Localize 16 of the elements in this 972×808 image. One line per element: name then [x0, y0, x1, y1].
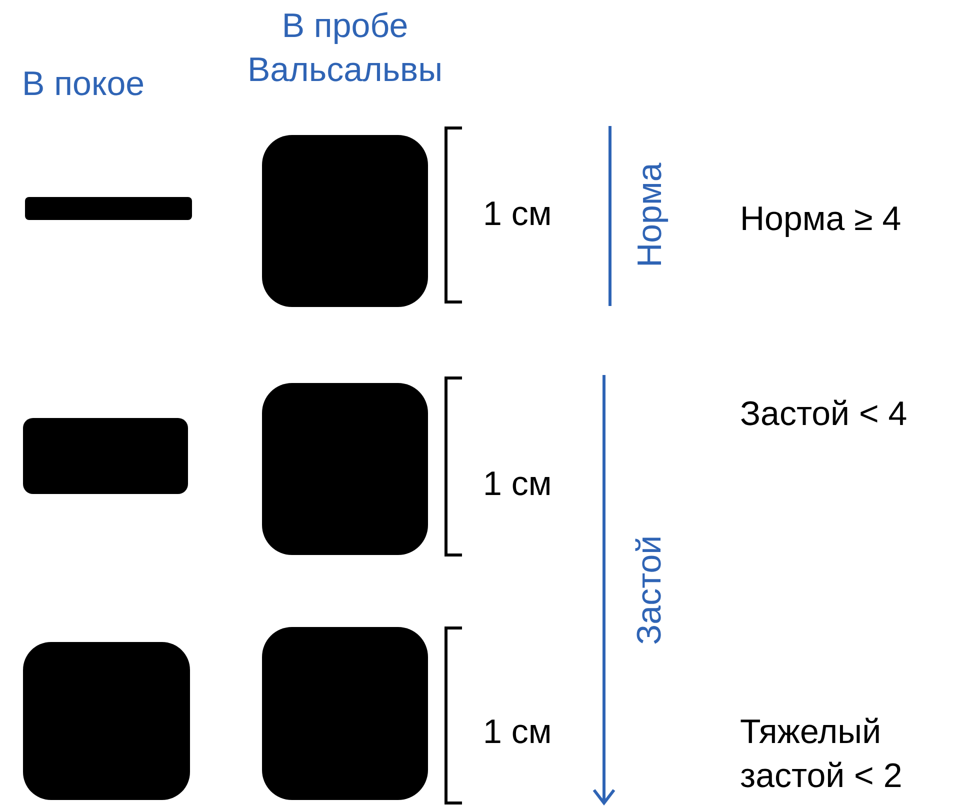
filled-rectangle: [23, 418, 188, 494]
filled-square: [262, 627, 428, 800]
column-heading: В покое: [22, 64, 145, 105]
column-heading: В пробе Вальсальвы: [246, 6, 444, 92]
filled-square: [23, 642, 190, 800]
grade-label: Тяжелый застой < 2: [740, 712, 904, 798]
filled-square: [262, 383, 428, 555]
scale-label: 1 см: [483, 712, 552, 753]
grade-label: Норма ≥ 4: [740, 199, 902, 240]
range-label: Застой: [630, 535, 670, 645]
range-label: Норма: [630, 162, 670, 268]
grade-label: Застой < 4: [740, 394, 908, 435]
scale-label: 1 см: [483, 464, 552, 505]
scale-label: 1 см: [483, 194, 552, 235]
filled-bar: [25, 197, 192, 220]
filled-square: [262, 135, 428, 307]
